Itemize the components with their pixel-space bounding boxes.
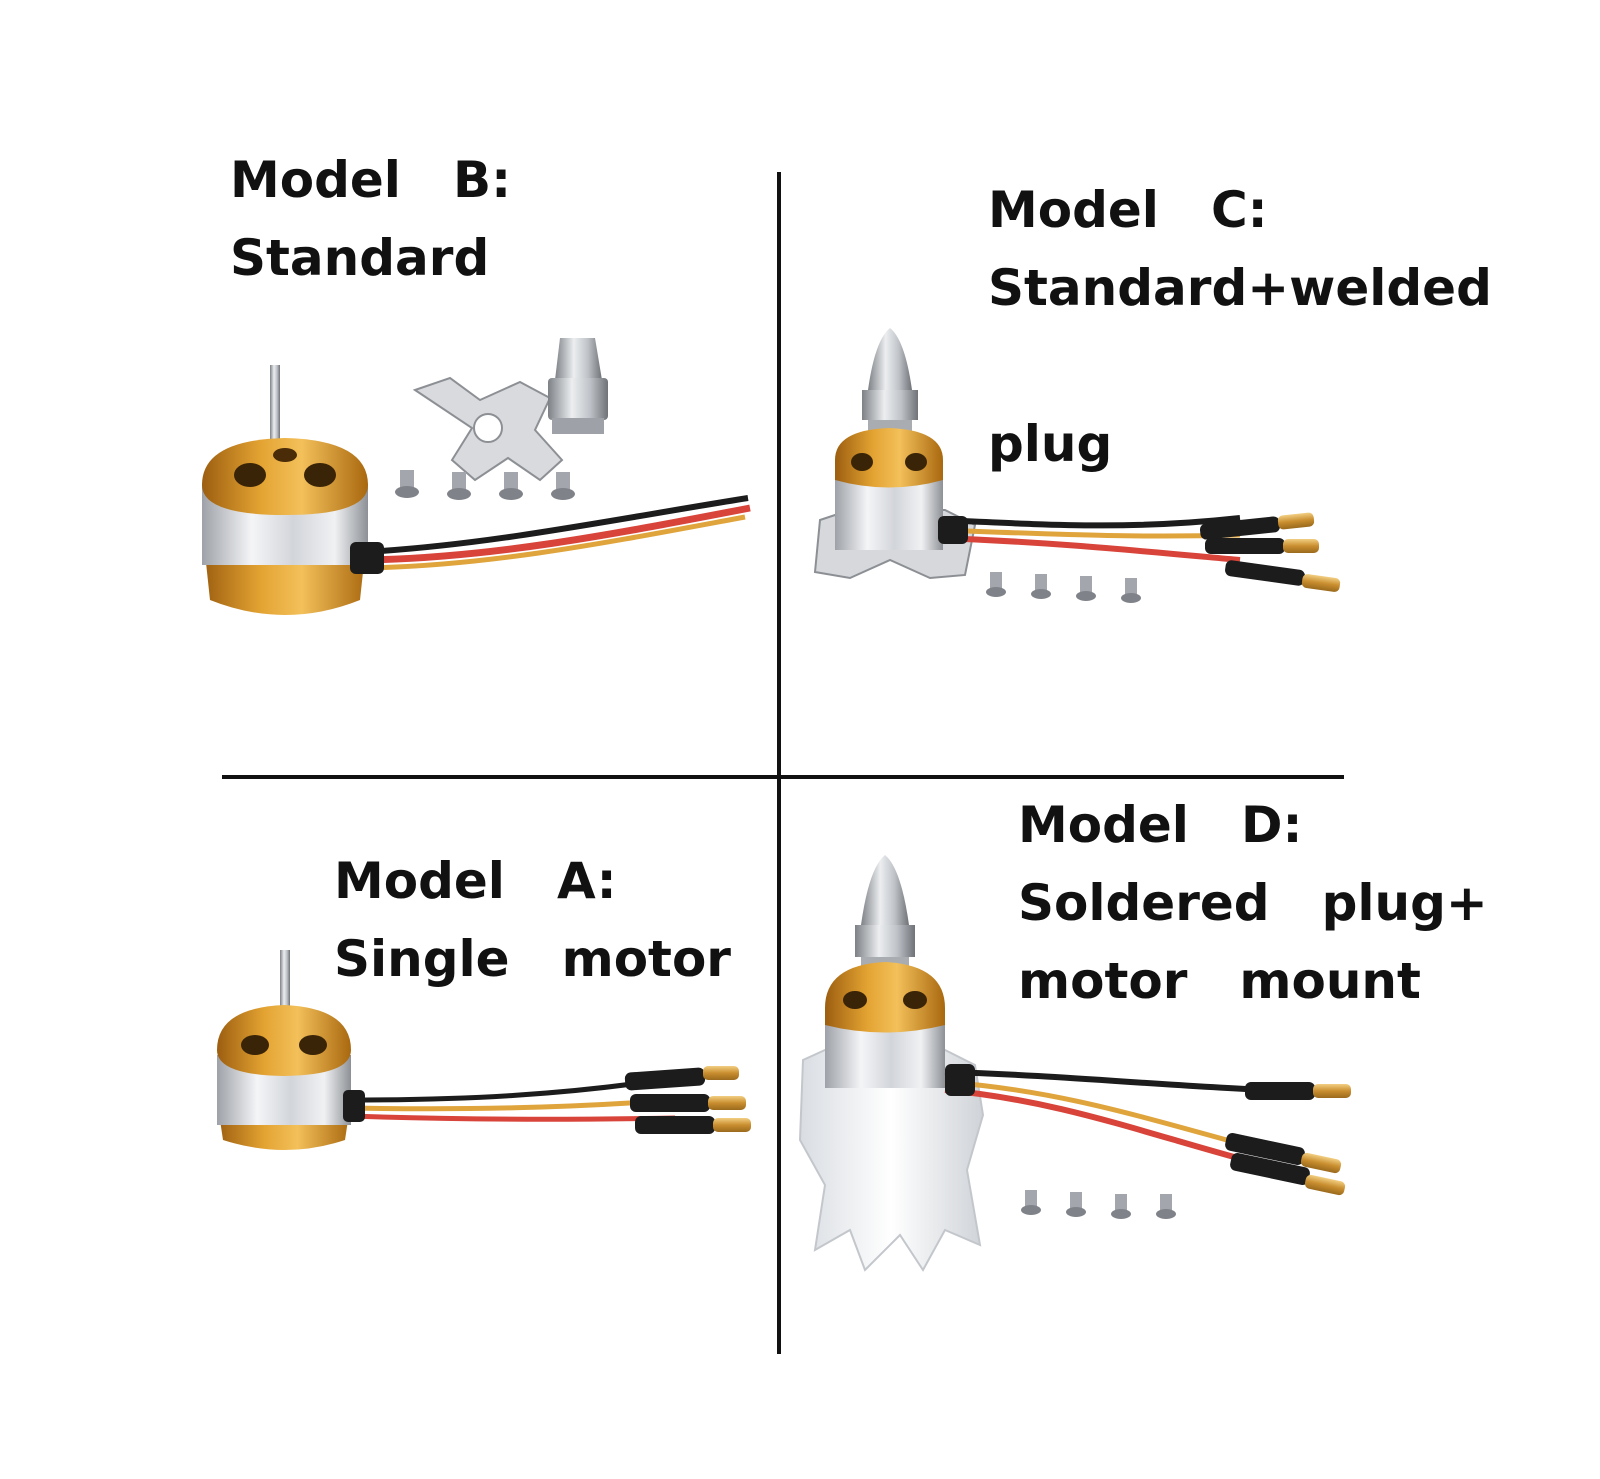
model-b-label: Model — [230, 151, 401, 209]
model-c-label: Model — [988, 181, 1159, 239]
model-a-caption: Model A: Single motor — [334, 842, 731, 998]
model-b-letter: B: — [452, 151, 512, 209]
model-a-letter: A: — [556, 852, 617, 910]
model-a-label: Model — [334, 852, 505, 910]
plastic-mount-icon — [798, 1049, 985, 1272]
model-b-illustration — [202, 338, 751, 615]
screw-icon — [986, 572, 1141, 603]
brushless-motor-icon — [217, 950, 351, 1150]
model-d-desc-2: plug+ — [1321, 874, 1488, 932]
model-d-desc-1: Soldered — [1018, 874, 1270, 932]
propeller-adapter-icon — [548, 338, 608, 434]
screw-icon — [395, 470, 575, 500]
model-c-illustration — [813, 328, 1341, 603]
bullet-connector-icon — [624, 1066, 751, 1134]
model-c-description-cont: plug — [988, 415, 1113, 473]
model-b-caption: Model B: Standard — [230, 141, 511, 297]
x-mount-icon — [412, 376, 564, 482]
model-c-description: Standard+welded — [988, 259, 1492, 317]
model-d-desc-3: motor — [1018, 952, 1188, 1010]
model-d-label: Model — [1018, 796, 1189, 854]
model-a-desc-1: Single — [334, 930, 510, 988]
model-d-caption: Model D: Soldered plug+ motor mount — [1018, 786, 1488, 1020]
bullet-connector-icon — [1225, 1082, 1351, 1196]
bullet-connector-icon — [1199, 512, 1341, 592]
model-d-illustration — [798, 855, 1351, 1272]
horizontal-divider — [222, 775, 1344, 779]
model-d-letter: D: — [1240, 796, 1303, 854]
model-a-illustration — [217, 950, 751, 1150]
model-a-desc-2: motor — [561, 930, 731, 988]
vertical-divider — [777, 172, 781, 1354]
brushless-motor-icon — [202, 365, 368, 615]
brushless-motor-icon — [825, 962, 945, 1088]
screw-icon — [1021, 1190, 1176, 1219]
model-c-letter: C: — [1210, 181, 1268, 239]
brushless-motor-icon — [835, 428, 943, 550]
model-b-description: Standard — [230, 229, 490, 287]
model-d-desc-4: mount — [1239, 952, 1421, 1010]
model-c-caption: Model C: Standard+welded plug — [988, 171, 1492, 483]
